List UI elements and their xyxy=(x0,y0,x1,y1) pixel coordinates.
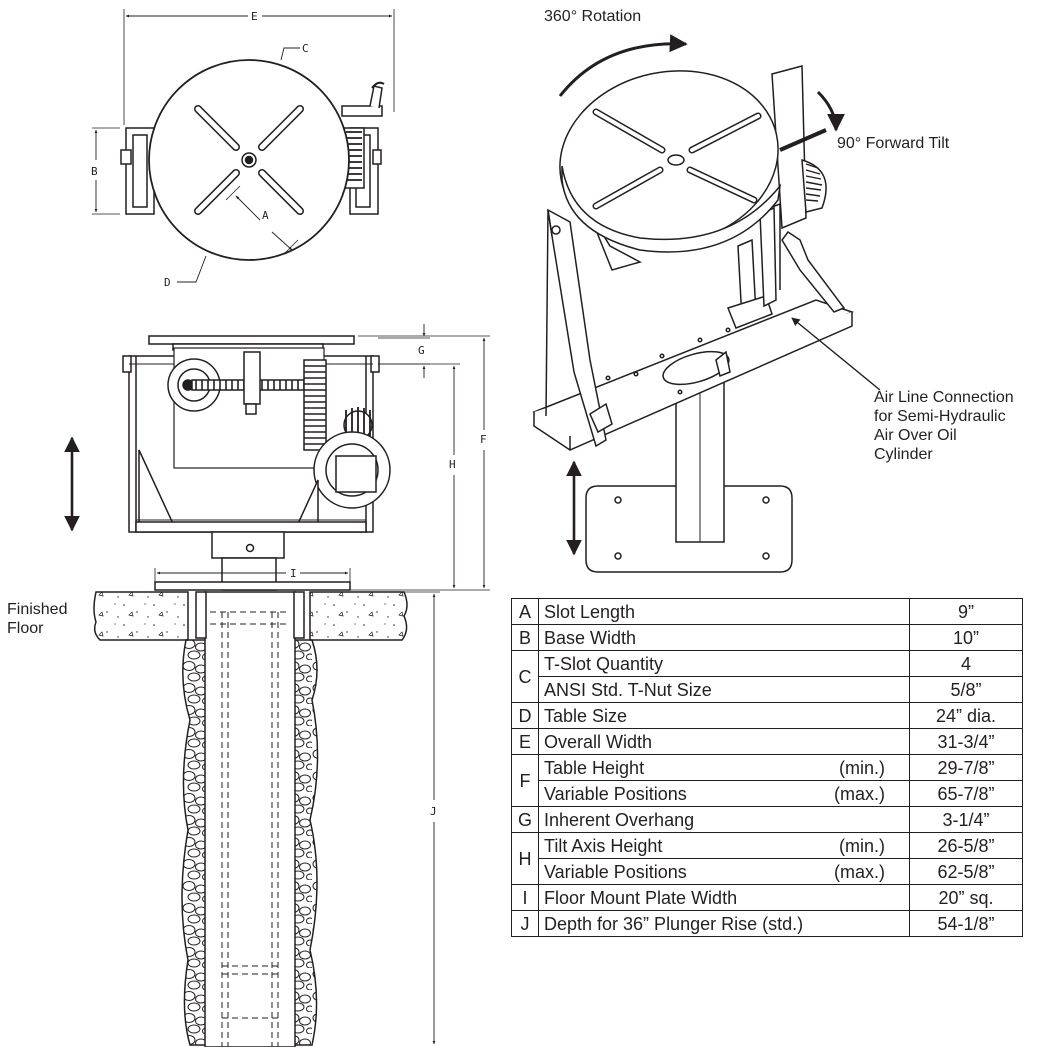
spec-value: 24” dia. xyxy=(909,702,1023,729)
dim-label-j: J xyxy=(430,805,437,818)
table-row: Variable Positions (max.) 62-5/8” xyxy=(512,858,1023,885)
spec-key: H xyxy=(511,832,539,885)
table-row: D Table Size 24” dia. xyxy=(511,702,1023,729)
air-line-label: Air Line Connection for Semi-Hydraulic A… xyxy=(874,388,1014,464)
spec-key: F xyxy=(511,754,539,807)
spec-table: A Slot Length 9” B Base Width 10” C T-Sl… xyxy=(511,598,1023,937)
table-row: A Slot Length 9” xyxy=(511,598,1023,625)
spec-key: E xyxy=(511,728,539,755)
spec-desc: Depth for 36” Plunger Rise (std.) xyxy=(538,910,910,937)
dim-label-c: C xyxy=(302,42,309,55)
spec-key: D xyxy=(511,702,539,729)
tilt-label: 90° Forward Tilt xyxy=(837,135,950,152)
spec-value: 54-1/8” xyxy=(909,910,1023,937)
spec-value: 10” xyxy=(909,624,1023,651)
table-row: Variable Positions (max.) 65-7/8” xyxy=(512,780,1023,807)
table-row: C T-Slot Quantity 4 xyxy=(511,650,1023,703)
dim-label-h: H xyxy=(449,458,456,471)
spec-desc: Overall Width xyxy=(538,728,910,755)
table-row: J Depth for 36” Plunger Rise (std.) 54-1… xyxy=(511,910,1023,937)
table-row: F Table Height (min.) 29-7/8” xyxy=(511,754,1023,807)
spec-key: A xyxy=(511,598,539,625)
spec-desc: Floor Mount Plate Width xyxy=(538,884,910,911)
spec-key: I xyxy=(511,884,539,911)
spec-value: 31-3/4” xyxy=(909,728,1023,755)
isometric-view xyxy=(532,34,881,573)
spec-key: B xyxy=(511,624,539,651)
spec-value: 29-7/8” xyxy=(909,754,1023,781)
spec-desc: Variable Positions (max.) xyxy=(538,858,910,885)
spec-desc-text: Tilt Axis Height xyxy=(544,835,663,856)
spec-note: (max.) xyxy=(834,783,885,804)
spec-value: 4 xyxy=(909,650,1023,677)
table-row: E Overall Width 31-3/4” xyxy=(511,728,1023,755)
dim-label-e: E xyxy=(251,10,258,23)
table-row: B Base Width 10” xyxy=(511,624,1023,651)
spec-desc-text: Variable Positions xyxy=(544,861,687,882)
dim-label-b: B xyxy=(91,165,98,178)
spec-note: (min.) xyxy=(839,835,885,856)
spec-value: 9” xyxy=(909,598,1023,625)
table-row: ANSI Std. T-Nut Size 5/8” xyxy=(512,676,1023,703)
spec-desc: Base Width xyxy=(538,624,910,651)
air-line-label-line: Air Over Oil xyxy=(874,427,957,444)
dim-label-g: G xyxy=(418,344,425,357)
spec-desc: Variable Positions (max.) xyxy=(538,780,910,807)
dim-label-d: D xyxy=(164,276,171,289)
spec-key: C xyxy=(511,650,539,703)
spec-desc: Table Size xyxy=(538,702,910,729)
spec-value: 62-5/8” xyxy=(909,858,1023,885)
spec-note: (min.) xyxy=(839,757,885,778)
dim-label-f: F xyxy=(480,433,487,446)
spec-key: G xyxy=(511,806,539,833)
spec-key: J xyxy=(511,910,539,937)
spec-desc: Slot Length xyxy=(538,598,910,625)
table-row: I Floor Mount Plate Width 20” sq. xyxy=(511,884,1023,911)
spec-note: (max.) xyxy=(834,861,885,882)
top-view xyxy=(92,9,395,283)
spec-desc: Tilt Axis Height (min.) xyxy=(538,832,910,859)
air-line-label-line: Cylinder xyxy=(874,446,933,463)
dim-label-i: I xyxy=(290,567,297,580)
spec-value: 5/8” xyxy=(909,676,1023,703)
spec-desc: ANSI Std. T-Nut Size xyxy=(538,676,910,703)
rotation-label: 360° Rotation xyxy=(544,8,642,25)
floor-section xyxy=(93,591,440,1047)
table-row: G Inherent Overhang 3-1/4” xyxy=(511,806,1023,833)
spec-value: 65-7/8” xyxy=(909,780,1023,807)
spec-value: 20” sq. xyxy=(909,884,1023,911)
air-line-label-line: for Semi-Hydraulic xyxy=(874,408,1006,425)
spec-desc: Table Height (min.) xyxy=(538,754,910,781)
finished-floor-label: Finished Floor xyxy=(7,600,67,638)
front-view xyxy=(64,324,490,591)
finished-floor-line: Floor xyxy=(7,620,44,637)
table-row: H Tilt Axis Height (min.) 26-5/8” xyxy=(511,832,1023,885)
spec-value: 26-5/8” xyxy=(909,832,1023,859)
spec-value: 3-1/4” xyxy=(909,806,1023,833)
spec-desc: T-Slot Quantity xyxy=(538,650,910,677)
finished-floor-line: Finished xyxy=(7,601,68,618)
spec-desc: Inherent Overhang xyxy=(538,806,910,833)
dim-label-a: A xyxy=(262,209,269,222)
spec-desc-text: Table Height xyxy=(544,757,645,778)
air-line-label-line: Air Line Connection xyxy=(874,389,1014,406)
spec-desc-text: Variable Positions xyxy=(544,783,687,804)
